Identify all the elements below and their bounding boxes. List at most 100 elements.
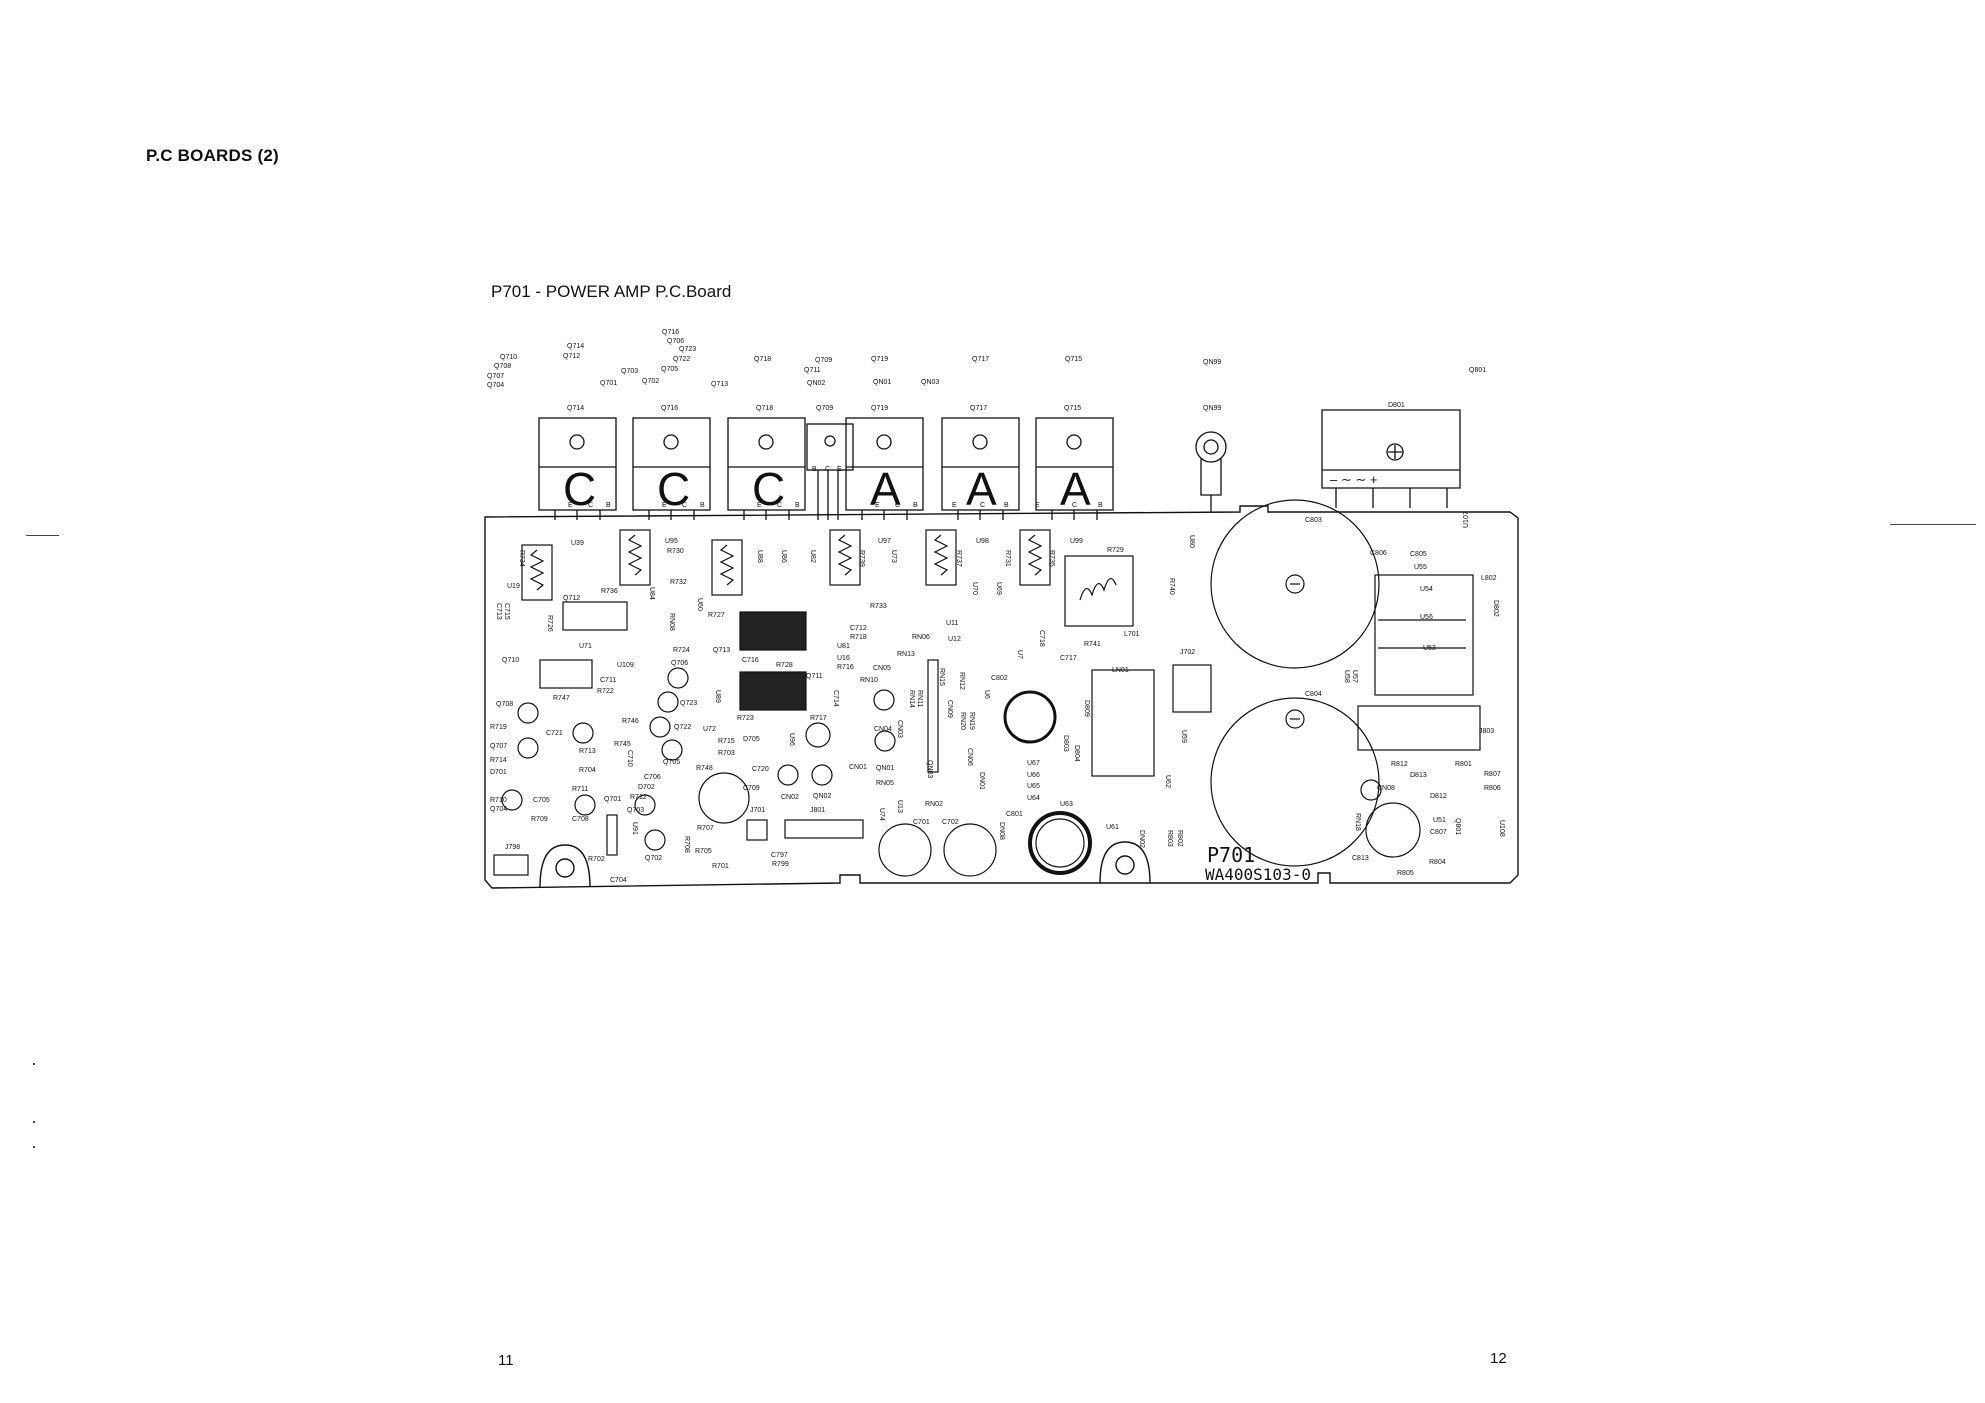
- label-u63: U63: [1060, 801, 1073, 808]
- bridge-symbols: – ∼ ∼ +: [1330, 472, 1377, 487]
- label-u96: U96: [788, 733, 795, 746]
- label-dn08: DN08: [998, 822, 1005, 840]
- top-ref: Q706: [667, 338, 684, 345]
- label-ln01: LN01: [1112, 667, 1129, 674]
- heatsink-ref: Q719: [871, 405, 888, 412]
- label-u61: U61: [1106, 824, 1119, 831]
- label-d803: D803: [1062, 735, 1069, 752]
- label-r801: R801: [1455, 761, 1472, 768]
- top-ref: Q712: [563, 353, 580, 360]
- top-ref: Q723: [679, 346, 696, 353]
- label-q703: Q703: [627, 807, 644, 814]
- label-r701: R701: [712, 863, 729, 870]
- pin-b: B: [795, 502, 800, 509]
- label-c701: C701: [913, 819, 930, 826]
- label-r748: R748: [696, 765, 713, 772]
- label-u72: U72: [703, 726, 716, 733]
- top-ref: Q709: [815, 357, 832, 364]
- silkscreen-name: P701: [1207, 843, 1255, 867]
- label-rn15: RN15: [938, 668, 945, 686]
- pin-c: C: [980, 502, 985, 509]
- label-u65: U65: [1027, 783, 1040, 790]
- scan-dot-2: [33, 1121, 35, 1123]
- top-ref: Q713: [711, 381, 728, 388]
- top-ref: Q707: [487, 373, 504, 380]
- top-ref: Q710: [500, 354, 517, 361]
- label-c803: C803: [1305, 517, 1322, 524]
- top-ref: Q714: [567, 343, 584, 350]
- pin-e: E: [875, 502, 880, 509]
- label-u7: U7: [1016, 650, 1023, 659]
- label-qn01: QN01: [876, 765, 894, 772]
- bridge-ref: D801: [1388, 402, 1405, 409]
- top-ref: Q702: [642, 378, 659, 385]
- label-q705: Q705: [663, 759, 680, 766]
- label-u13: U13: [896, 800, 903, 813]
- label-cn08: CN08: [1377, 785, 1395, 792]
- label-r727: R727: [708, 612, 725, 619]
- label-c702: C702: [942, 819, 959, 826]
- label-c802: C802: [991, 675, 1008, 682]
- label-cn01: CN01: [849, 764, 867, 771]
- label-u12: U12: [948, 636, 961, 643]
- label-u89: U89: [714, 690, 721, 703]
- heatsink-type-q717: A: [966, 463, 997, 515]
- label-r736: R736: [601, 588, 618, 595]
- label-u53: U53: [1423, 645, 1436, 652]
- label-r730: R730: [667, 548, 684, 555]
- label-rn06: RN06: [912, 634, 930, 641]
- heatsink-type-q715: A: [1060, 463, 1091, 515]
- label-r715: R715: [718, 738, 735, 745]
- label-c720: C720: [752, 766, 769, 773]
- label-cn04: CN04: [874, 726, 892, 733]
- label-u91: U91: [631, 822, 638, 835]
- top-ref: QN01: [873, 379, 891, 386]
- pin-e: E: [662, 502, 667, 509]
- label-r704: R704: [579, 767, 596, 774]
- top-ref: QN03: [921, 379, 939, 386]
- heatsink-ref: Q714: [567, 405, 584, 412]
- label-u70: U70: [971, 582, 978, 595]
- qn99-ref: QN99: [1203, 405, 1221, 412]
- label-u109: U109: [617, 662, 634, 669]
- label-d705: D705: [743, 736, 760, 743]
- label-l701: L701: [1124, 631, 1140, 638]
- label-q710: Q710: [502, 657, 519, 664]
- pin-e: E: [568, 502, 573, 509]
- label-d809: D809: [1083, 700, 1090, 717]
- scan-mark-left: [26, 535, 59, 536]
- component-labels: U39 U95 U84 R730 R732 R736 U60 RN08 R727…: [490, 511, 1505, 884]
- label-r804: R804: [1429, 859, 1446, 866]
- label-c715: C715: [503, 603, 510, 620]
- scan-dot-1: [33, 1063, 35, 1065]
- label-c797: C797: [771, 852, 788, 859]
- pin-c: C: [825, 466, 830, 473]
- label-r741: R741: [1084, 641, 1101, 648]
- top-ref: Q708: [494, 363, 511, 370]
- label-r739: R739: [858, 550, 865, 567]
- label-j701: J701: [750, 807, 765, 814]
- label-q722: Q722: [674, 724, 691, 731]
- label-u73: U73: [890, 550, 897, 563]
- label-r722: R722: [597, 688, 614, 695]
- label-r712: R712: [630, 794, 647, 801]
- label-c805: C805: [1410, 551, 1427, 558]
- label-rn05: RN05: [876, 780, 894, 787]
- pin-b: B: [1098, 502, 1103, 509]
- label-c718: C718: [1038, 630, 1045, 647]
- pin-c: C: [895, 502, 900, 509]
- label-r702: R702: [588, 856, 605, 863]
- label-u97: U97: [878, 538, 891, 545]
- label-c705: C705: [533, 797, 550, 804]
- label-c717: C717: [1060, 655, 1077, 662]
- label-r733: R733: [870, 603, 887, 610]
- label-r737: R737: [955, 550, 962, 567]
- scan-mark-right: [1890, 524, 1976, 525]
- label-u86: U86: [780, 550, 787, 563]
- label-r723: R723: [737, 715, 754, 722]
- label-cn03: CN03: [896, 720, 903, 738]
- label-d802: D802: [1492, 600, 1499, 617]
- board-parts: [493, 499, 1481, 877]
- pin-e: E: [757, 502, 762, 509]
